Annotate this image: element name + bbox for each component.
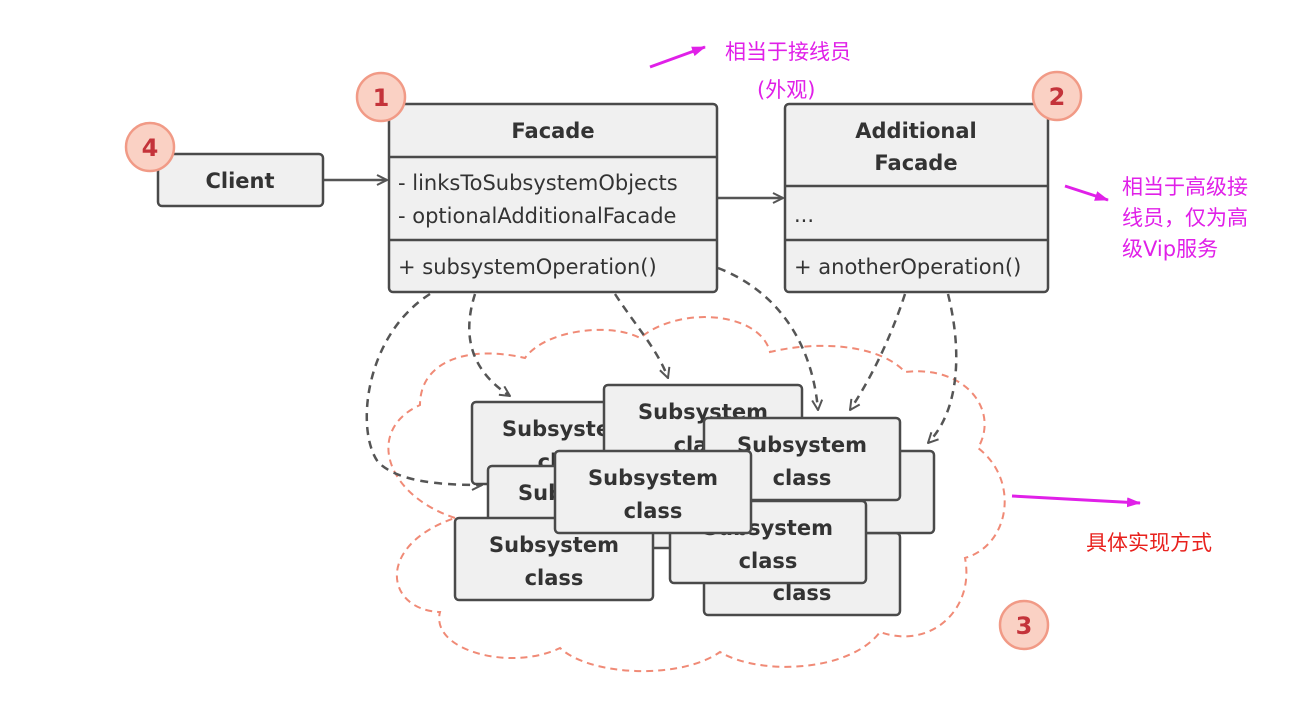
additional-facade-class-box: Additional Facade ... + anotherOperation…: [783, 102, 1050, 294]
subsystem-name: Subsystem: [737, 433, 867, 457]
badge-number: 2: [1049, 83, 1066, 111]
facade-title: Facade: [511, 119, 594, 143]
badge-number: 4: [142, 134, 159, 162]
badge-2: 2: [1031, 70, 1083, 122]
additional-annotation-line3: 级Vip服务: [1122, 237, 1219, 261]
dependency-arrow: [850, 293, 907, 410]
additional-facade-field: ...: [794, 203, 814, 227]
subsystem-class-box: Subsystem class: [453, 516, 655, 602]
subsystem-cloud: [387, 316, 1006, 672]
additional-annotation-line2: 线员，仅为高: [1122, 206, 1248, 230]
subsystem-annotation: 具体实现方式: [1086, 531, 1212, 555]
subsystem-class-box: Subsystem class: [553, 449, 753, 535]
dependency-arrow: [365, 292, 482, 485]
facade-annotation-line2: (外观): [757, 78, 816, 102]
subsystem-label: class: [624, 499, 683, 523]
additional-facade-method: + anotherOperation(): [794, 255, 1021, 279]
client-class-box: Client: [156, 152, 325, 208]
additional-facade-title: Facade: [874, 151, 957, 175]
facade-class-box: Facade - linksToSubsystemObjects - optio…: [387, 102, 719, 294]
client-title: Client: [205, 169, 274, 193]
badge-3: 3: [998, 599, 1050, 651]
badge-number: 3: [1016, 612, 1033, 640]
facade-field: - optionalAdditionalFacade: [398, 204, 676, 228]
annotation-arrow: [1011, 494, 1141, 508]
additional-annotation-line1: 相当于高级接: [1122, 175, 1248, 199]
facade-method: + subsystemOperation(): [398, 255, 657, 279]
additional-facade-title: Additional: [855, 119, 977, 143]
dependency-arrow: [613, 293, 668, 378]
subsystem-label: class: [739, 549, 798, 573]
badge-number: 1: [373, 84, 390, 112]
facade-annotation-line1: 相当于接线员: [725, 40, 851, 64]
facade-field: - linksToSubsystemObjects: [398, 171, 678, 195]
dependency-arrow: [928, 293, 958, 443]
annotation-arrow: [649, 45, 706, 69]
subsystem-class-box: Subsystem class: [702, 416, 902, 502]
badge-4: 4: [124, 121, 176, 173]
subsystem-label: class: [773, 581, 832, 605]
dependency-arrow: [717, 266, 818, 410]
dependency-arrow: [468, 293, 510, 396]
subsystem-label: class: [773, 466, 832, 490]
annotation-arrow: [1064, 184, 1109, 202]
subsystem-name: Subsystem: [588, 466, 718, 490]
subsystem-label: class: [525, 566, 584, 590]
badge-1: 1: [355, 71, 407, 123]
subsystem-name: Subsystem: [489, 533, 619, 557]
